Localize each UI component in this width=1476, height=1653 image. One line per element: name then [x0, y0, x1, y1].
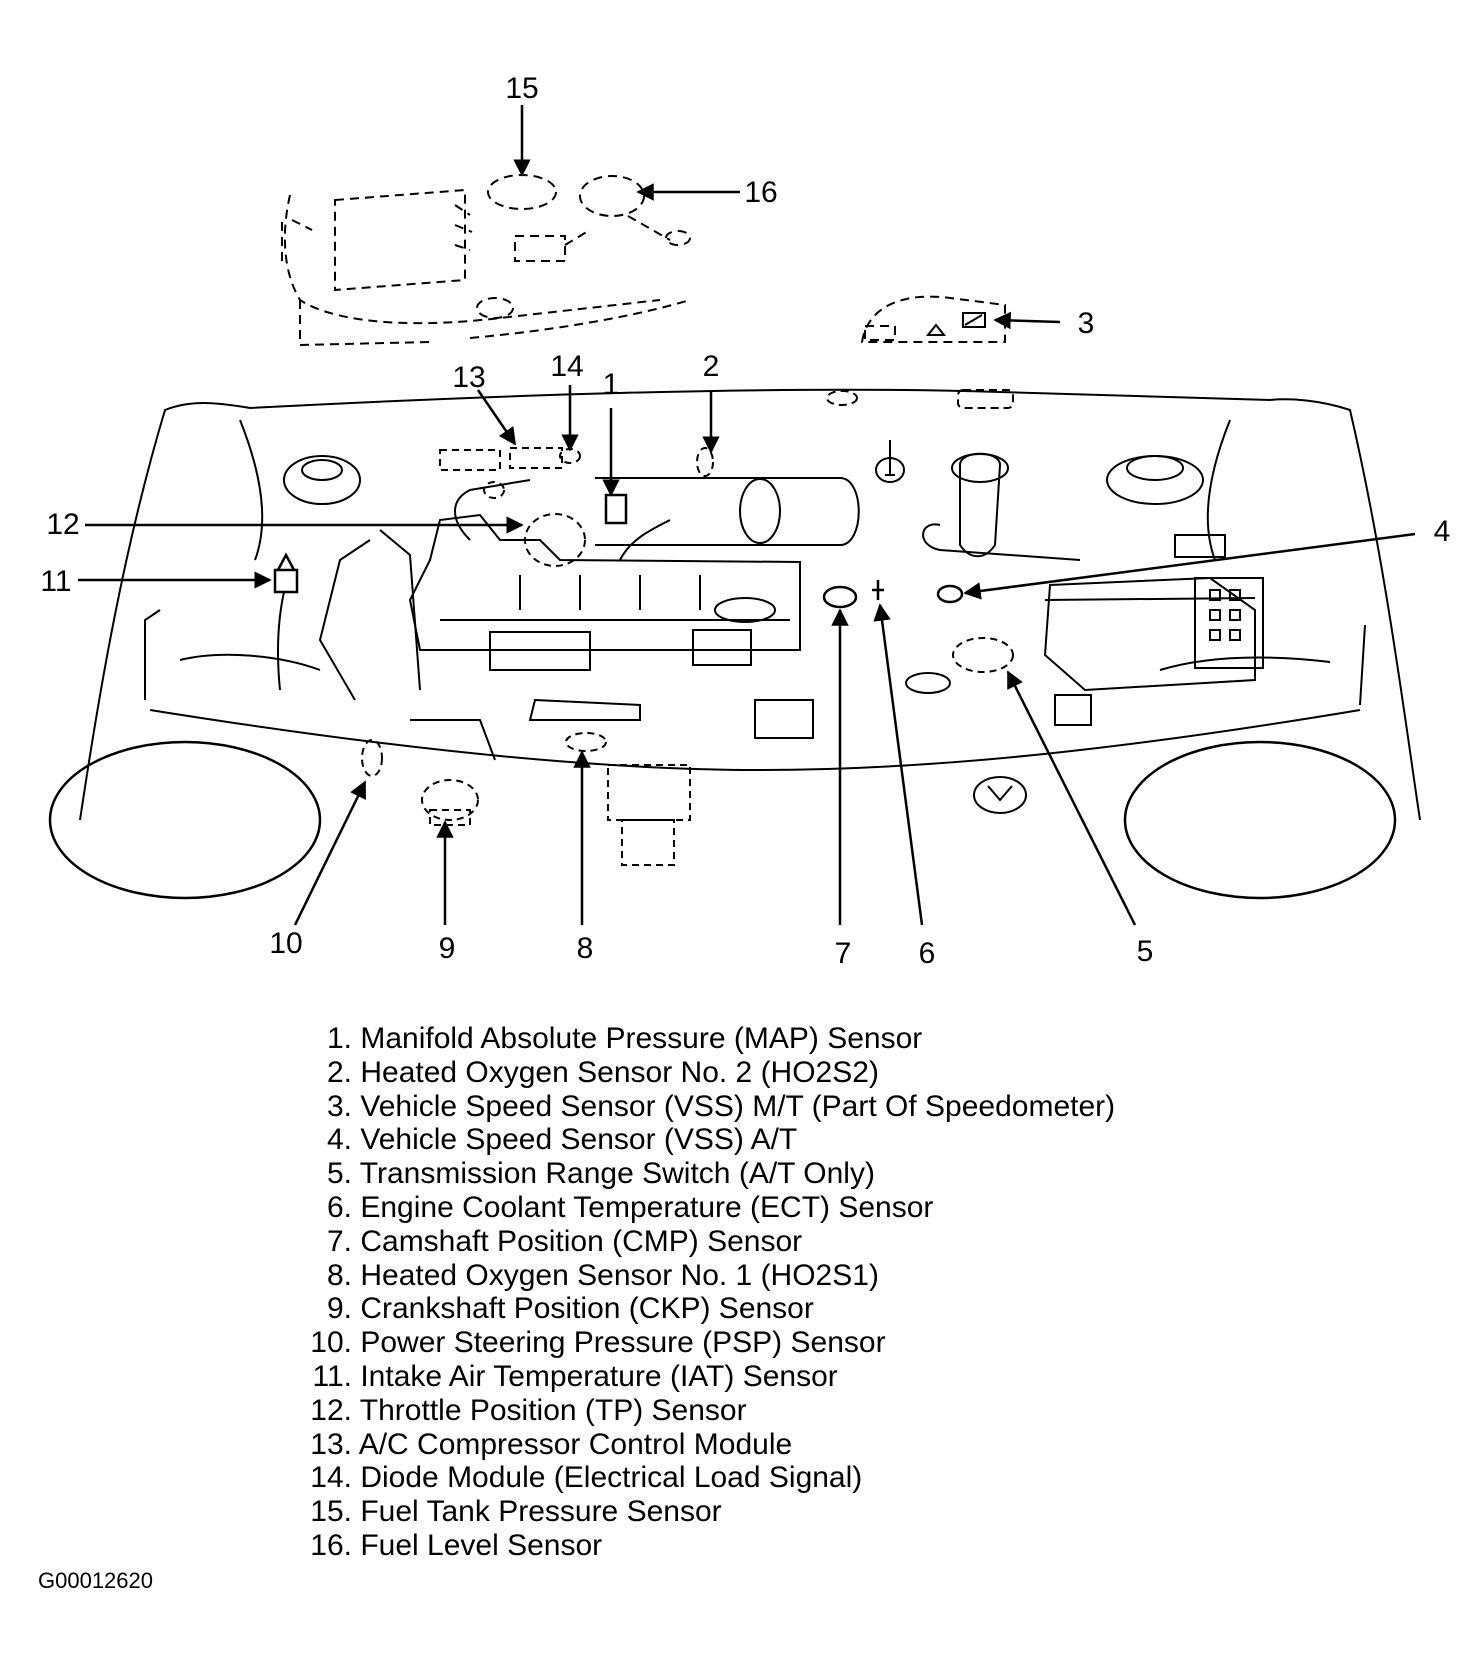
- legend-item: 1. Manifold Absolute Pressure (MAP) Sens…: [326, 1022, 923, 1055]
- arrow-10: [293, 780, 367, 926]
- vss-at-sensor-shape: [936, 584, 964, 604]
- callout-13: 13: [452, 361, 485, 394]
- legend-item: 15. Fuel Tank Pressure Sensor: [310, 1495, 722, 1529]
- callout-3: 3: [1078, 307, 1095, 340]
- callout-14: 14: [550, 350, 583, 383]
- arrow-4: [963, 532, 1416, 600]
- callout-6: 6: [919, 937, 936, 970]
- callout-7: 7: [835, 937, 852, 970]
- callout-15: 15: [505, 72, 538, 105]
- speedometer-marks: [925, 312, 986, 336]
- legend-item: 5. Transmission Range Switch (A/T Only): [326, 1157, 875, 1191]
- legend-item: 10. Power Steering Pressure (PSP) Sensor: [310, 1326, 886, 1360]
- legend-item: 16. Fuel Level Sensor: [310, 1528, 603, 1562]
- dash-outline-marks: [826, 389, 1014, 409]
- callout-4: 4: [1434, 515, 1451, 548]
- arrow-13: [476, 389, 517, 446]
- callout-2: 2: [703, 350, 720, 383]
- legend-item: 14. Diode Module (Electrical Load Signal…: [310, 1461, 863, 1495]
- legend-item: 12. Throttle Position (TP) Sensor: [310, 1393, 747, 1427]
- legend-item: 4. Vehicle Speed Sensor (VSS) A/T: [326, 1123, 798, 1157]
- arrow-3: [993, 311, 1061, 330]
- callout-9: 9: [439, 932, 456, 965]
- callout-1: 1: [603, 368, 620, 401]
- callout-5: 5: [1137, 935, 1154, 968]
- map-sensor-shape: [604, 493, 628, 525]
- callout-10: 10: [269, 927, 302, 960]
- callout-arrows: [78, 105, 1416, 926]
- legend-item: 13. A/C Compressor Control Module: [310, 1427, 793, 1461]
- engine-components: [277, 440, 1264, 761]
- speedometer-outline: [860, 295, 1006, 343]
- callout-8: 8: [577, 932, 594, 965]
- legend-item: 3. Vehicle Speed Sensor (VSS) M/T (Part …: [326, 1089, 1116, 1123]
- callout-12: 12: [46, 508, 79, 541]
- legend-item: 2. Heated Oxygen Sensor No. 2 (HO2S2): [326, 1055, 879, 1089]
- ect-sensor-shape: [872, 580, 884, 600]
- callout-16: 16: [744, 176, 777, 209]
- hidden-components: [361, 447, 1014, 866]
- engine-compartment-diagram: 1 2 3 4 5 6 7 8 9 10 11 12 13 14 15 16: [40, 72, 1450, 970]
- callout-11: 11: [40, 565, 71, 598]
- legend-item: 8. Heated Oxygen Sensor No. 1 (HO2S1): [326, 1258, 879, 1292]
- cmp-sensor-shape: [822, 585, 858, 609]
- legend-item: 11. Intake Air Temperature (IAT) Sensor: [312, 1359, 838, 1393]
- legend-item: 7. Camshaft Position (CMP) Sensor: [326, 1224, 803, 1258]
- right-front-wheel: [1123, 740, 1397, 900]
- fuel-tank-outline: [281, 174, 691, 347]
- car-body-outline: [79, 388, 1421, 821]
- left-front-wheel: [48, 740, 322, 900]
- legend-list: 1. Manifold Absolute Pressure (MAP) Sens…: [290, 1022, 1115, 1563]
- iat-sensor-shape: [273, 568, 299, 594]
- callout-labels: 1 2 3 4 5 6 7 8 9 10 11 12 13 14 15 16: [40, 72, 1450, 970]
- arrow-5: [1006, 670, 1137, 926]
- sensor-marks: [273, 493, 964, 609]
- legend-item: 6. Engine Coolant Temperature (ECT) Sens…: [326, 1190, 934, 1224]
- arrow-6: [873, 603, 924, 926]
- legend-item: 9. Crankshaft Position (CKP) Sensor: [326, 1292, 814, 1326]
- figure-id: G00012620: [38, 1568, 153, 1593]
